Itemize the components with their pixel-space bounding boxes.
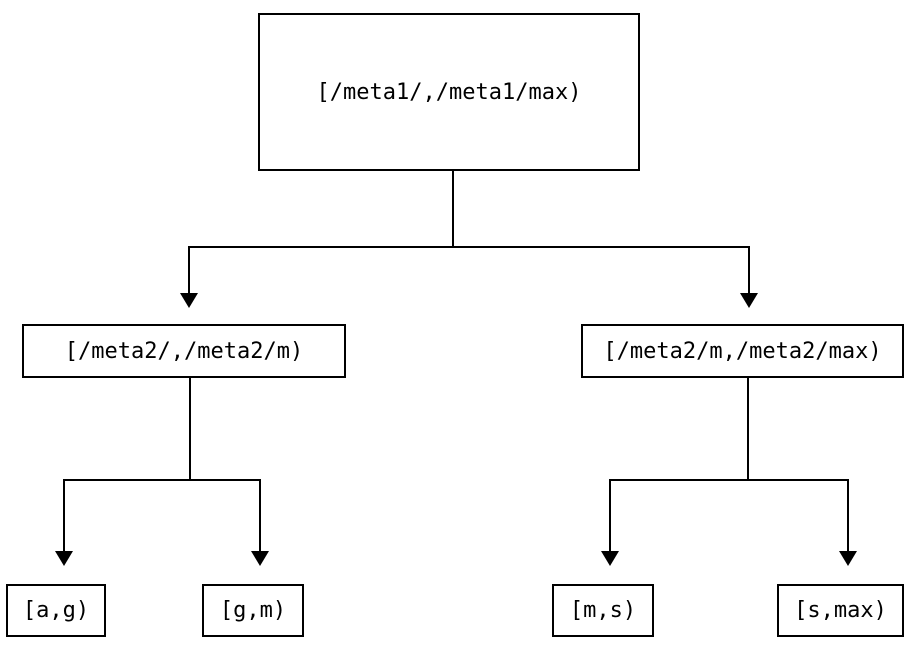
node-label: [m,s)	[569, 598, 637, 623]
node-label: [/meta2/m,/meta2/max)	[603, 338, 882, 364]
connector-line	[747, 378, 849, 551]
tree-node-meta2-left: [/meta2/,/meta2/m)	[22, 324, 346, 378]
arrowhead-down-icon	[601, 551, 619, 566]
edge-root-to-meta2-left	[180, 171, 454, 308]
arrowhead-down-icon	[180, 293, 198, 308]
edge-root-to-meta2-right	[452, 171, 758, 308]
edge-meta2-right-to-leaf-smax	[747, 378, 857, 566]
node-label: [a,g)	[22, 598, 90, 623]
tree-node-meta2-right: [/meta2/m,/meta2/max)	[581, 324, 904, 378]
tree-node-root: [/meta1/,/meta1/max)	[258, 13, 640, 171]
node-label: [/meta1/,/meta1/max)	[316, 79, 582, 105]
arrowhead-down-icon	[251, 551, 269, 566]
node-label: [g,m)	[219, 598, 287, 623]
arrowhead-down-icon	[839, 551, 857, 566]
connector-line	[63, 378, 191, 551]
arrowhead-down-icon	[740, 293, 758, 308]
connector-line	[188, 171, 454, 293]
edge-meta2-left-to-leaf-gm	[189, 378, 269, 566]
connector-line	[189, 378, 261, 551]
arrowhead-down-icon	[55, 551, 73, 566]
node-label: [s,max)	[794, 598, 887, 623]
tree-node-leaf-ag: [a,g)	[6, 584, 106, 637]
edge-meta2-right-to-leaf-ms	[601, 378, 749, 566]
connector-line	[609, 378, 749, 551]
tree-node-leaf-smax: [s,max)	[777, 584, 904, 637]
edge-meta2-left-to-leaf-ag	[55, 378, 191, 566]
tree-node-leaf-gm: [g,m)	[202, 584, 304, 637]
connector-line	[452, 171, 750, 293]
tree-node-leaf-ms: [m,s)	[552, 584, 654, 637]
node-label: [/meta2/,/meta2/m)	[64, 338, 304, 364]
